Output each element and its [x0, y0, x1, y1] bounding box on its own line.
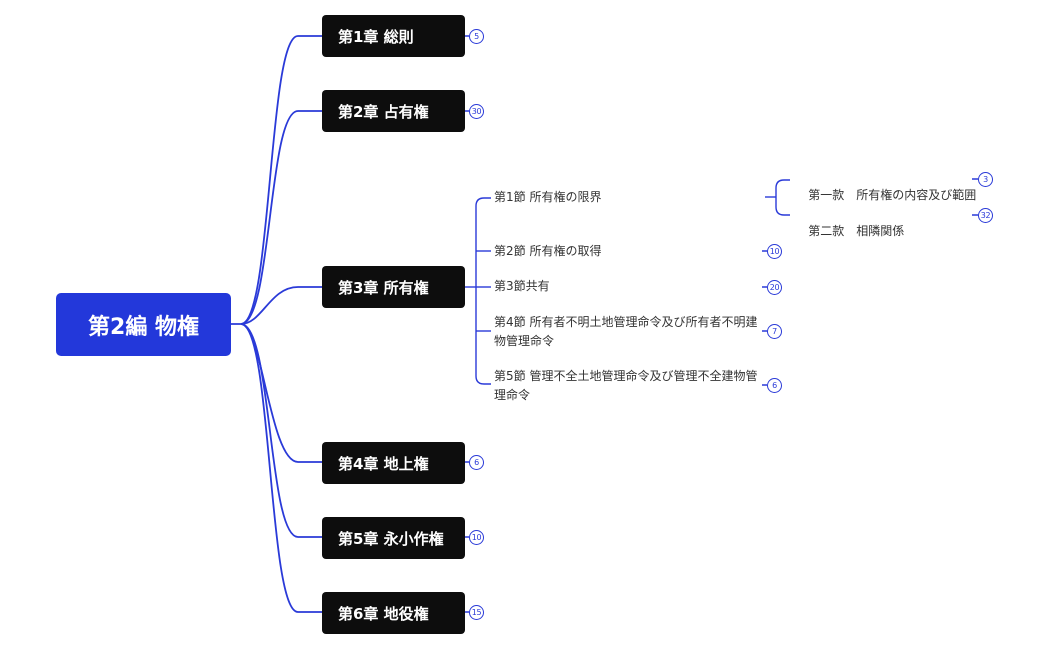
- section-label: 第1節 所有権の限界: [494, 190, 602, 204]
- root-node[interactable]: 第2編 物権: [56, 293, 231, 356]
- child-count-badge[interactable]: 6: [767, 378, 782, 393]
- chapter-label: 第2章 占有権: [338, 102, 429, 121]
- root-label: 第2編 物権: [88, 314, 199, 340]
- connector-root-ch1: [231, 35, 322, 325]
- connector-count-stubs: [465, 35, 978, 613]
- section-node-2[interactable]: 第2節 所有権の取得: [494, 242, 601, 261]
- child-count-badge[interactable]: 7: [767, 324, 782, 339]
- chapter-node-6[interactable]: 第6章 地役権: [322, 592, 465, 634]
- connector-root-ch3: [240, 286, 322, 325]
- section-label: 第5節 管理不全土地管理命令及び管理不全建物管理命令: [494, 369, 758, 402]
- subsection-label: 第二款 相隣関係: [808, 224, 905, 238]
- subsection-node-1[interactable]: 第一款 所有権の内容及び範囲: [793, 171, 976, 219]
- child-count-badge[interactable]: 32: [978, 208, 993, 223]
- subsection-label: 第一款 所有権の内容及び範囲: [808, 188, 977, 202]
- section-label: 第4節 所有者不明土地管理命令及び所有者不明建物管理命令: [494, 315, 758, 348]
- connector-sec1-spine: [775, 179, 790, 216]
- chapter-label: 第6章 地役権: [338, 604, 429, 623]
- section-node-1[interactable]: 第1節 所有権の限界: [494, 188, 601, 207]
- connector-root-ch5: [240, 323, 322, 538]
- child-count-badge[interactable]: 10: [767, 244, 782, 259]
- child-count-badge[interactable]: 15: [469, 605, 484, 620]
- chapter-label: 第4章 地上権: [338, 454, 429, 473]
- section-label: 第2節 所有権の取得: [494, 244, 602, 258]
- child-count-badge[interactable]: 3: [978, 172, 993, 187]
- child-count-badge[interactable]: 30: [469, 104, 484, 119]
- chapter-node-5[interactable]: 第5章 永小作権: [322, 517, 465, 559]
- connector-root-ch6: [240, 323, 322, 613]
- chapter-label: 第1章 総則: [338, 27, 414, 46]
- section-node-4[interactable]: 第4節 所有者不明土地管理命令及び所有者不明建物管理命令: [494, 313, 762, 351]
- section-node-5[interactable]: 第5節 管理不全土地管理命令及び管理不全建物管理命令: [494, 367, 762, 405]
- chapter-label: 第3章 所有権: [338, 278, 429, 297]
- chapter-node-2[interactable]: 第2章 占有権: [322, 90, 465, 132]
- chapter-node-4[interactable]: 第4章 地上権: [322, 442, 465, 484]
- section-node-3[interactable]: 第3節共有: [494, 277, 550, 296]
- child-count-badge[interactable]: 20: [767, 280, 782, 295]
- child-count-badge[interactable]: 5: [469, 29, 484, 44]
- child-count-badge[interactable]: 10: [469, 530, 484, 545]
- section-label: 第3節共有: [494, 279, 550, 293]
- chapter-node-1[interactable]: 第1章 総則: [322, 15, 465, 57]
- connector-root-ch2: [240, 110, 322, 325]
- child-count-badge[interactable]: 6: [469, 455, 484, 470]
- chapter-node-3[interactable]: 第3章 所有権: [322, 266, 465, 308]
- connector-ch3-spine: [475, 197, 491, 385]
- chapter-label: 第5章 永小作権: [338, 529, 444, 548]
- subsection-node-2[interactable]: 第二款 相隣関係: [793, 207, 904, 255]
